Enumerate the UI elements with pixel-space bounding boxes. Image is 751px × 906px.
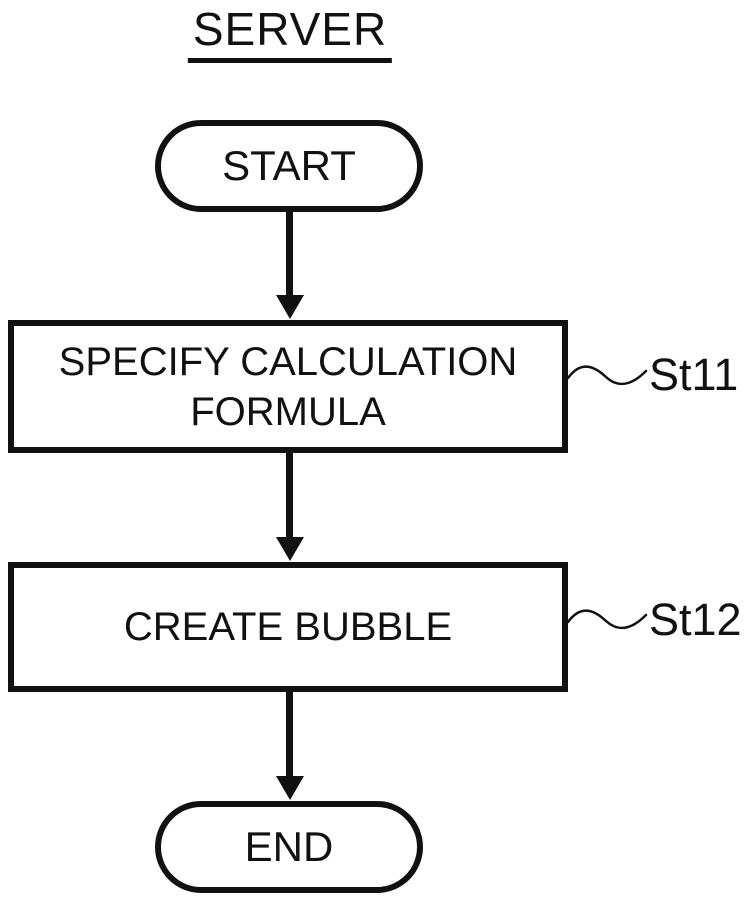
step1-node-label: SPECIFY CALCULATION FORMULA [58, 339, 518, 434]
arrow-start-to-step1 [286, 211, 293, 296]
step2-ref-label: St12 [649, 594, 742, 645]
step2-ref-squiggle-connector [566, 609, 648, 630]
step1-ref-squiggle-connector [566, 365, 648, 386]
step2-node-label: CREATE BUBBLE [123, 605, 453, 649]
arrow-step2-to-end [286, 690, 293, 777]
start-node: START [155, 120, 423, 212]
end-node-label: END [244, 823, 334, 870]
end-node: END [155, 801, 423, 893]
step1-node: SPECIFY CALCULATION FORMULA [8, 320, 568, 453]
step1-ref-label: St11 [649, 349, 739, 400]
start-node-label: START [222, 142, 356, 189]
step2-node: CREATE BUBBLE [8, 562, 568, 692]
arrow-step1-to-step2 [286, 452, 293, 538]
diagram-title: SERVER [187, 2, 393, 63]
